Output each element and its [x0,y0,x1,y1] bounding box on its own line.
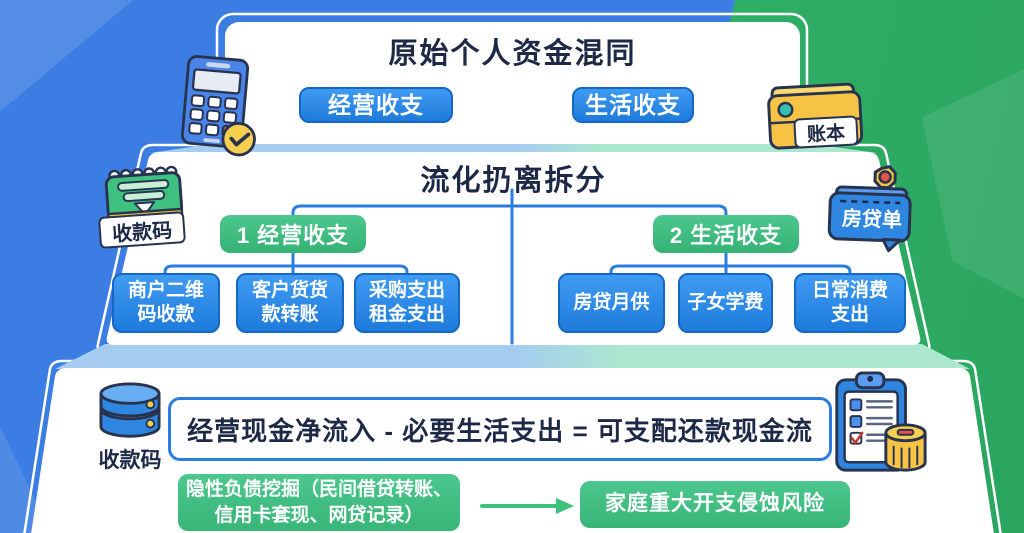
tier2-box-purchase-rent: 采购支出 租金支出 [354,273,460,333]
risk-result-box: 家庭重大开支侵蚀风险 [580,481,850,528]
cashflow-formula: 经营现金净流入 - 必要生活支出 = 可支配还款现金流 [168,397,832,461]
step-band-2 [55,344,970,369]
hidden-debt-box: 隐性负债挖掘（民间借贷转账、 信用卡套现、网贷记录） [178,474,460,531]
tier3-outline [23,359,1002,533]
tier2-badge-business: 1 经营收支 [220,215,366,253]
clipboard-icon [828,370,928,476]
tier2-box-tuition: 子女学费 [678,273,773,333]
mortgage-bill-label: 房贷单 [841,207,903,233]
risk-arrow [480,498,574,514]
tier1-pill-business: 经营收支 [299,87,453,123]
tier2-box-customer-payment: 客户货货 款转账 [236,273,344,333]
tier2-badge-living: 2 生活收支 [653,215,799,253]
payment-code-icon [101,163,187,231]
ledger-label: 账本 [793,115,859,149]
tier2-title: 流化扔离拆分 [420,165,607,197]
calculator-icon [176,53,269,162]
tier2-box-daily-expense: 日常消费 支出 [794,273,906,333]
tier1-pill-living: 生活收支 [572,87,694,123]
database-label: 收款码 [98,449,162,472]
payment-code-label: 收款码 [97,211,187,249]
tier1-title: 原始个人资金混同 [388,38,637,70]
tier2-box-mortgage: 房贷月供 [558,273,665,333]
step-band-1 [150,142,877,153]
mortgage-bill-icon [822,162,917,255]
tier2-box-merchant-qr: 商户二维 码收款 [112,273,220,333]
tier1-panel [225,22,800,144]
database-icon [94,382,166,444]
